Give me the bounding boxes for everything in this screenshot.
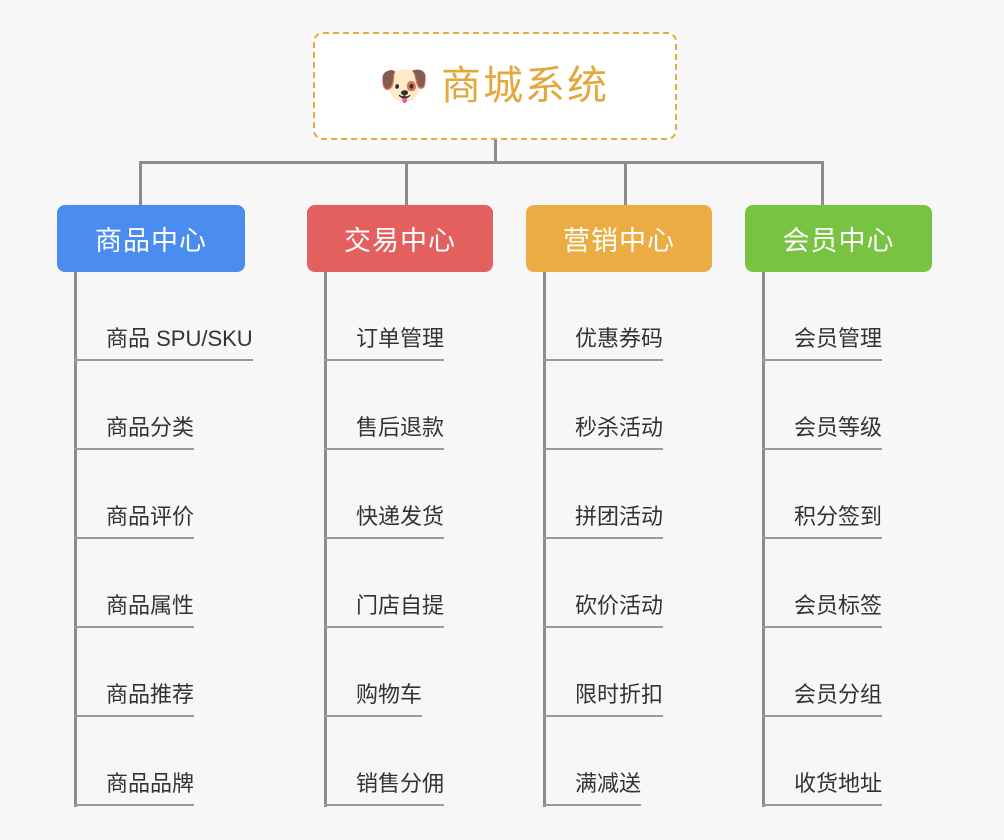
leaf-item-label: 限时折扣 bbox=[543, 684, 664, 717]
category-drop-connector-4 bbox=[821, 161, 824, 205]
leaf-item[interactable]: 商品属性 bbox=[74, 539, 195, 628]
leaf-item-label: 砍价活动 bbox=[543, 595, 664, 628]
leaf-item[interactable]: 购物车 bbox=[324, 628, 423, 717]
leaf-item-label: 商品评价 bbox=[74, 506, 195, 539]
category-drop-connector-3 bbox=[624, 161, 627, 205]
column-trunk-connector bbox=[762, 272, 765, 807]
category-header-商品中心[interactable]: 商品中心 bbox=[57, 205, 245, 272]
leaf-item-label: 拼团活动 bbox=[543, 506, 664, 539]
leaf-item-label: 积分签到 bbox=[762, 506, 883, 539]
category-header-label: 商品中心 bbox=[95, 226, 207, 256]
leaf-item[interactable]: 砍价活动 bbox=[543, 539, 664, 628]
leaf-item-label: 收货地址 bbox=[762, 773, 883, 806]
leaf-item-label: 商品品牌 bbox=[74, 773, 195, 806]
leaf-item-label: 满减送 bbox=[543, 773, 642, 806]
leaf-item-label: 订单管理 bbox=[324, 328, 445, 361]
leaf-item-label: 门店自提 bbox=[324, 595, 445, 628]
leaf-item-label: 快递发货 bbox=[324, 506, 445, 539]
category-header-交易中心[interactable]: 交易中心 bbox=[307, 205, 493, 272]
leaf-item[interactable]: 会员分组 bbox=[762, 628, 883, 717]
category-header-会员中心[interactable]: 会员中心 bbox=[745, 205, 932, 272]
leaf-item[interactable]: 会员等级 bbox=[762, 361, 883, 450]
leaf-item[interactable]: 收货地址 bbox=[762, 717, 883, 806]
leaf-item-label: 商品属性 bbox=[74, 595, 195, 628]
leaf-item-label: 商品推荐 bbox=[74, 684, 195, 717]
leaf-item-label: 会员等级 bbox=[762, 417, 883, 450]
leaf-item[interactable]: 商品评价 bbox=[74, 450, 195, 539]
leaf-item-label: 会员标签 bbox=[762, 595, 883, 628]
leaf-item[interactable]: 商品分类 bbox=[74, 361, 195, 450]
column-trunk-connector bbox=[324, 272, 327, 807]
category-header-label: 营销中心 bbox=[563, 226, 675, 256]
root-title: 商城系统 bbox=[441, 64, 609, 108]
leaf-item[interactable]: 拼团活动 bbox=[543, 450, 664, 539]
leaf-item-label: 优惠券码 bbox=[543, 328, 664, 361]
leaf-item[interactable]: 订单管理 bbox=[324, 272, 445, 361]
root-node[interactable]: 🐶 商城系统 bbox=[313, 32, 677, 140]
leaf-item[interactable]: 销售分佣 bbox=[324, 717, 445, 806]
leaf-item[interactable]: 会员管理 bbox=[762, 272, 883, 361]
leaf-item-label: 商品分类 bbox=[74, 417, 195, 450]
category-header-label: 会员中心 bbox=[782, 226, 895, 256]
leaf-item-label: 购物车 bbox=[324, 684, 423, 717]
category-header-label: 交易中心 bbox=[344, 226, 456, 256]
leaf-item-label: 售后退款 bbox=[324, 417, 445, 450]
leaf-item[interactable]: 商品品牌 bbox=[74, 717, 195, 806]
category-drop-connector-1 bbox=[139, 161, 142, 205]
dog-face-icon: 🐶 bbox=[379, 64, 429, 108]
leaf-item[interactable]: 优惠券码 bbox=[543, 272, 664, 361]
column-trunk-connector bbox=[74, 272, 77, 807]
leaf-item-label: 秒杀活动 bbox=[543, 417, 664, 450]
column-trunk-connector bbox=[543, 272, 546, 807]
leaf-item-label: 会员分组 bbox=[762, 684, 883, 717]
leaf-item[interactable]: 会员标签 bbox=[762, 539, 883, 628]
leaf-item-label: 商品 SPU/SKU bbox=[74, 328, 253, 361]
leaf-item[interactable]: 满减送 bbox=[543, 717, 642, 806]
leaf-item[interactable]: 商品推荐 bbox=[74, 628, 195, 717]
category-drop-connector-2 bbox=[405, 161, 408, 205]
root-stem-connector bbox=[494, 140, 497, 164]
leaf-item[interactable]: 秒杀活动 bbox=[543, 361, 664, 450]
horizontal-bus-connector bbox=[139, 161, 824, 164]
leaf-item[interactable]: 售后退款 bbox=[324, 361, 445, 450]
leaf-item-label: 销售分佣 bbox=[324, 773, 445, 806]
leaf-item[interactable]: 门店自提 bbox=[324, 539, 445, 628]
leaf-item[interactable]: 积分签到 bbox=[762, 450, 883, 539]
leaf-item[interactable]: 商品 SPU/SKU bbox=[74, 272, 253, 361]
leaf-item-label: 会员管理 bbox=[762, 328, 883, 361]
leaf-item[interactable]: 限时折扣 bbox=[543, 628, 664, 717]
leaf-item[interactable]: 快递发货 bbox=[324, 450, 445, 539]
category-header-营销中心[interactable]: 营销中心 bbox=[526, 205, 712, 272]
